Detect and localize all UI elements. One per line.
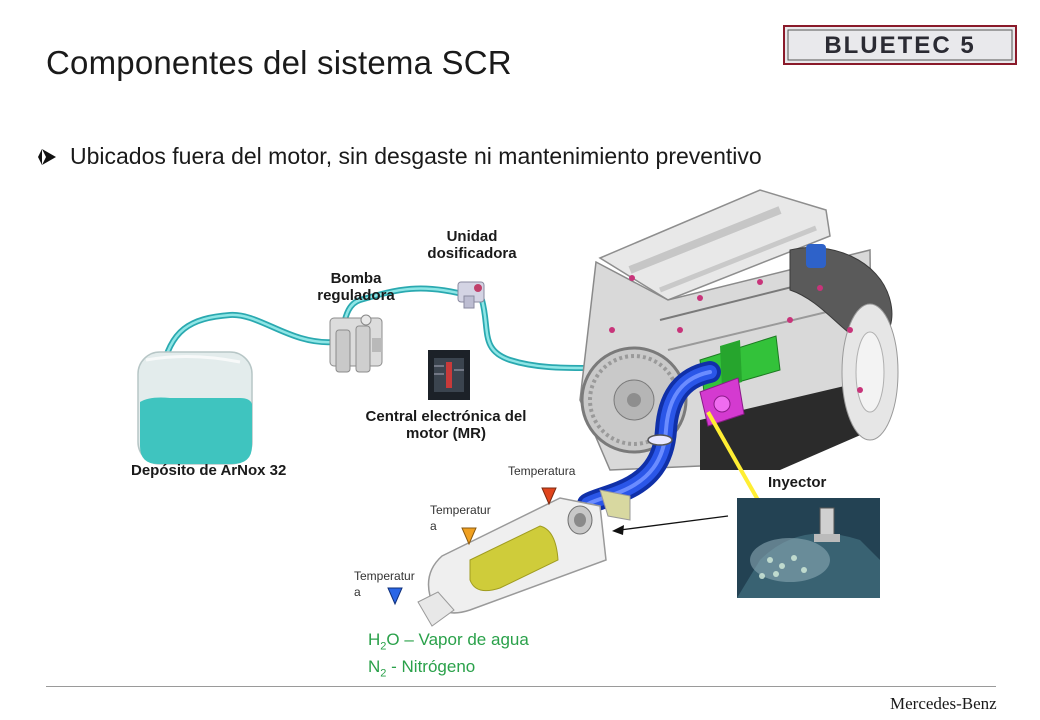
label-deposito-arnox: Depósito de ArNox 32 <box>131 462 287 479</box>
n2-subscript: 2 <box>380 667 387 680</box>
injector-inset <box>737 498 880 598</box>
catalyst-muffler <box>417 489 631 627</box>
emission-n2: N2 - Nitrógeno <box>368 657 475 683</box>
h2o-subscript: 2 <box>380 640 387 653</box>
label-temperatura-mid: Temperatur a <box>430 503 491 533</box>
dosing-unit <box>457 281 485 309</box>
label-bomba-reguladora: Bomba reguladora <box>317 270 395 304</box>
n2-chem: N <box>368 657 381 676</box>
label-inyector: Inyector <box>768 474 827 491</box>
footer-divider <box>46 686 996 687</box>
label-temperatura-bot: Temperatur a <box>354 569 415 599</box>
label-temperatura-top: Temperatura <box>508 464 576 478</box>
adblue-tank <box>137 351 253 465</box>
n2-desc: - Nitrógeno <box>386 657 476 676</box>
ecu-unit <box>428 350 470 400</box>
label-unidad-dosificadora: Unidad dosificadora <box>427 228 517 262</box>
temp-marker-bot <box>387 587 403 606</box>
footer-brand: Mercedes-Benz <box>890 694 997 713</box>
temp-marker-mid <box>461 527 477 546</box>
temp-marker-top <box>541 487 557 506</box>
bullet-arrow-icon <box>38 149 56 165</box>
engine-block <box>579 189 899 471</box>
h2o-desc: O – Vapor de agua <box>386 630 529 649</box>
pump-module <box>329 314 383 373</box>
bluetec-logo: BLUETEC 5 <box>783 25 1017 65</box>
label-central-electronica: Central electrónica del motor (MR) <box>365 408 527 442</box>
bullet-text: Ubicados fuera del motor, sin desgaste n… <box>70 143 762 169</box>
injector-pointer-line <box>706 411 760 501</box>
slide-title: Componentes del sistema SCR <box>46 44 512 81</box>
inset-arrow <box>612 515 729 535</box>
h2o-chem: H <box>368 630 381 649</box>
emission-h2o: H2O – Vapor de agua <box>368 630 529 656</box>
bluetec-logo-text: BLUETEC 5 <box>824 32 975 59</box>
